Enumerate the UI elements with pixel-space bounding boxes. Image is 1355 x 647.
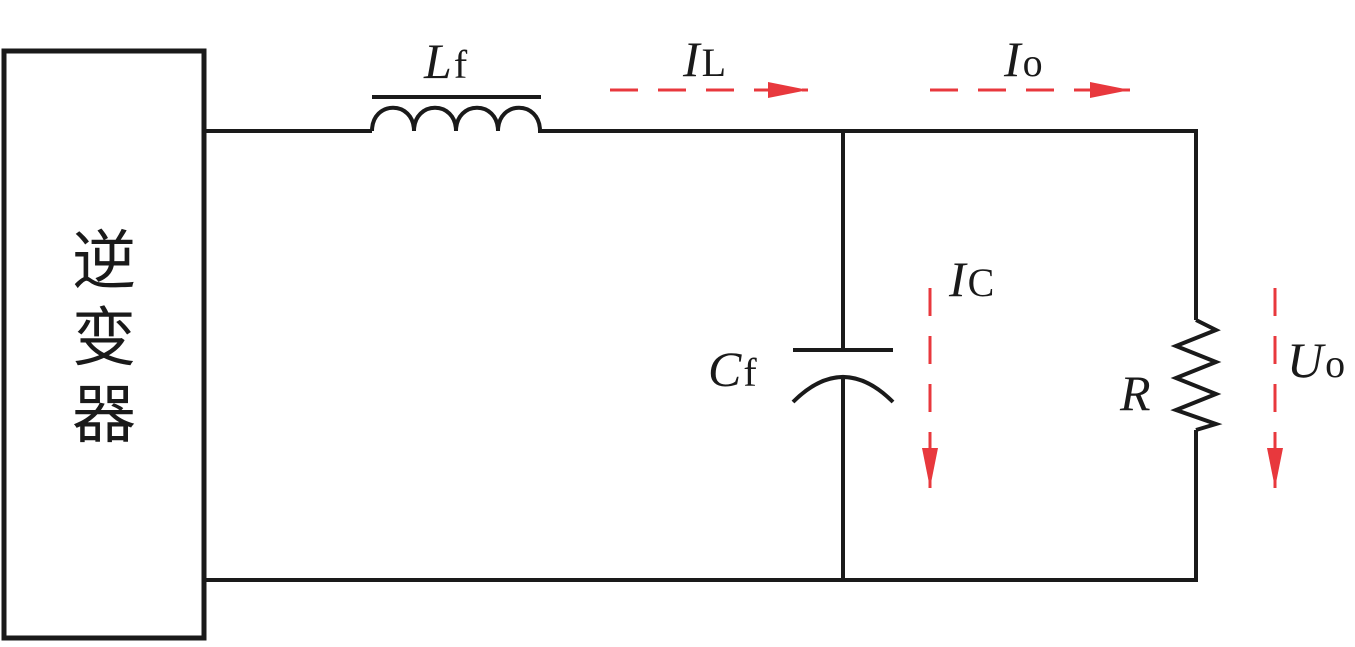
inverter-label-char-1: 逆 — [72, 226, 136, 297]
inductor — [370, 95, 542, 132]
capacitor-current-label-sub: C — [968, 260, 995, 305]
inverter-label-char-2: 变 — [72, 303, 136, 374]
capacitor-label-main: C — [708, 341, 742, 397]
capacitor-label-sub: f — [743, 350, 757, 395]
output-voltage-label: Uo — [1287, 332, 1345, 388]
inductor-label-main: L — [423, 33, 452, 89]
resistor-zigzag — [1170, 318, 1223, 432]
capacitor-plate-curved — [791, 375, 895, 404]
inductor-label-sub: f — [454, 42, 468, 87]
inductor-label: Lf — [423, 33, 468, 89]
output-current-label-main: I — [1003, 31, 1023, 87]
capacitor-current-label-main: I — [948, 251, 968, 307]
capacitor — [791, 348, 895, 404]
inductor-coil — [370, 105, 542, 132]
inverter-label: 逆 变 器 — [72, 226, 136, 451]
output-current-label-sub: o — [1023, 40, 1043, 85]
inverter-label-char-3: 器 — [72, 380, 136, 451]
inverter-block — [1, 48, 207, 641]
inductor-current-label: IL — [682, 31, 726, 87]
resistor-label: R — [1119, 365, 1151, 421]
wires — [204, 129, 1198, 582]
inductor-current-label-main: I — [682, 31, 702, 87]
indicators — [610, 82, 1283, 488]
output-current-label: Io — [1003, 31, 1043, 87]
capacitor-current-label: IC — [948, 251, 994, 307]
output-voltage-label-sub: o — [1325, 341, 1345, 386]
inductor-current-label-sub: L — [702, 40, 726, 85]
output-voltage-label-main: U — [1287, 332, 1326, 388]
capacitor-label: Cf — [708, 341, 757, 397]
